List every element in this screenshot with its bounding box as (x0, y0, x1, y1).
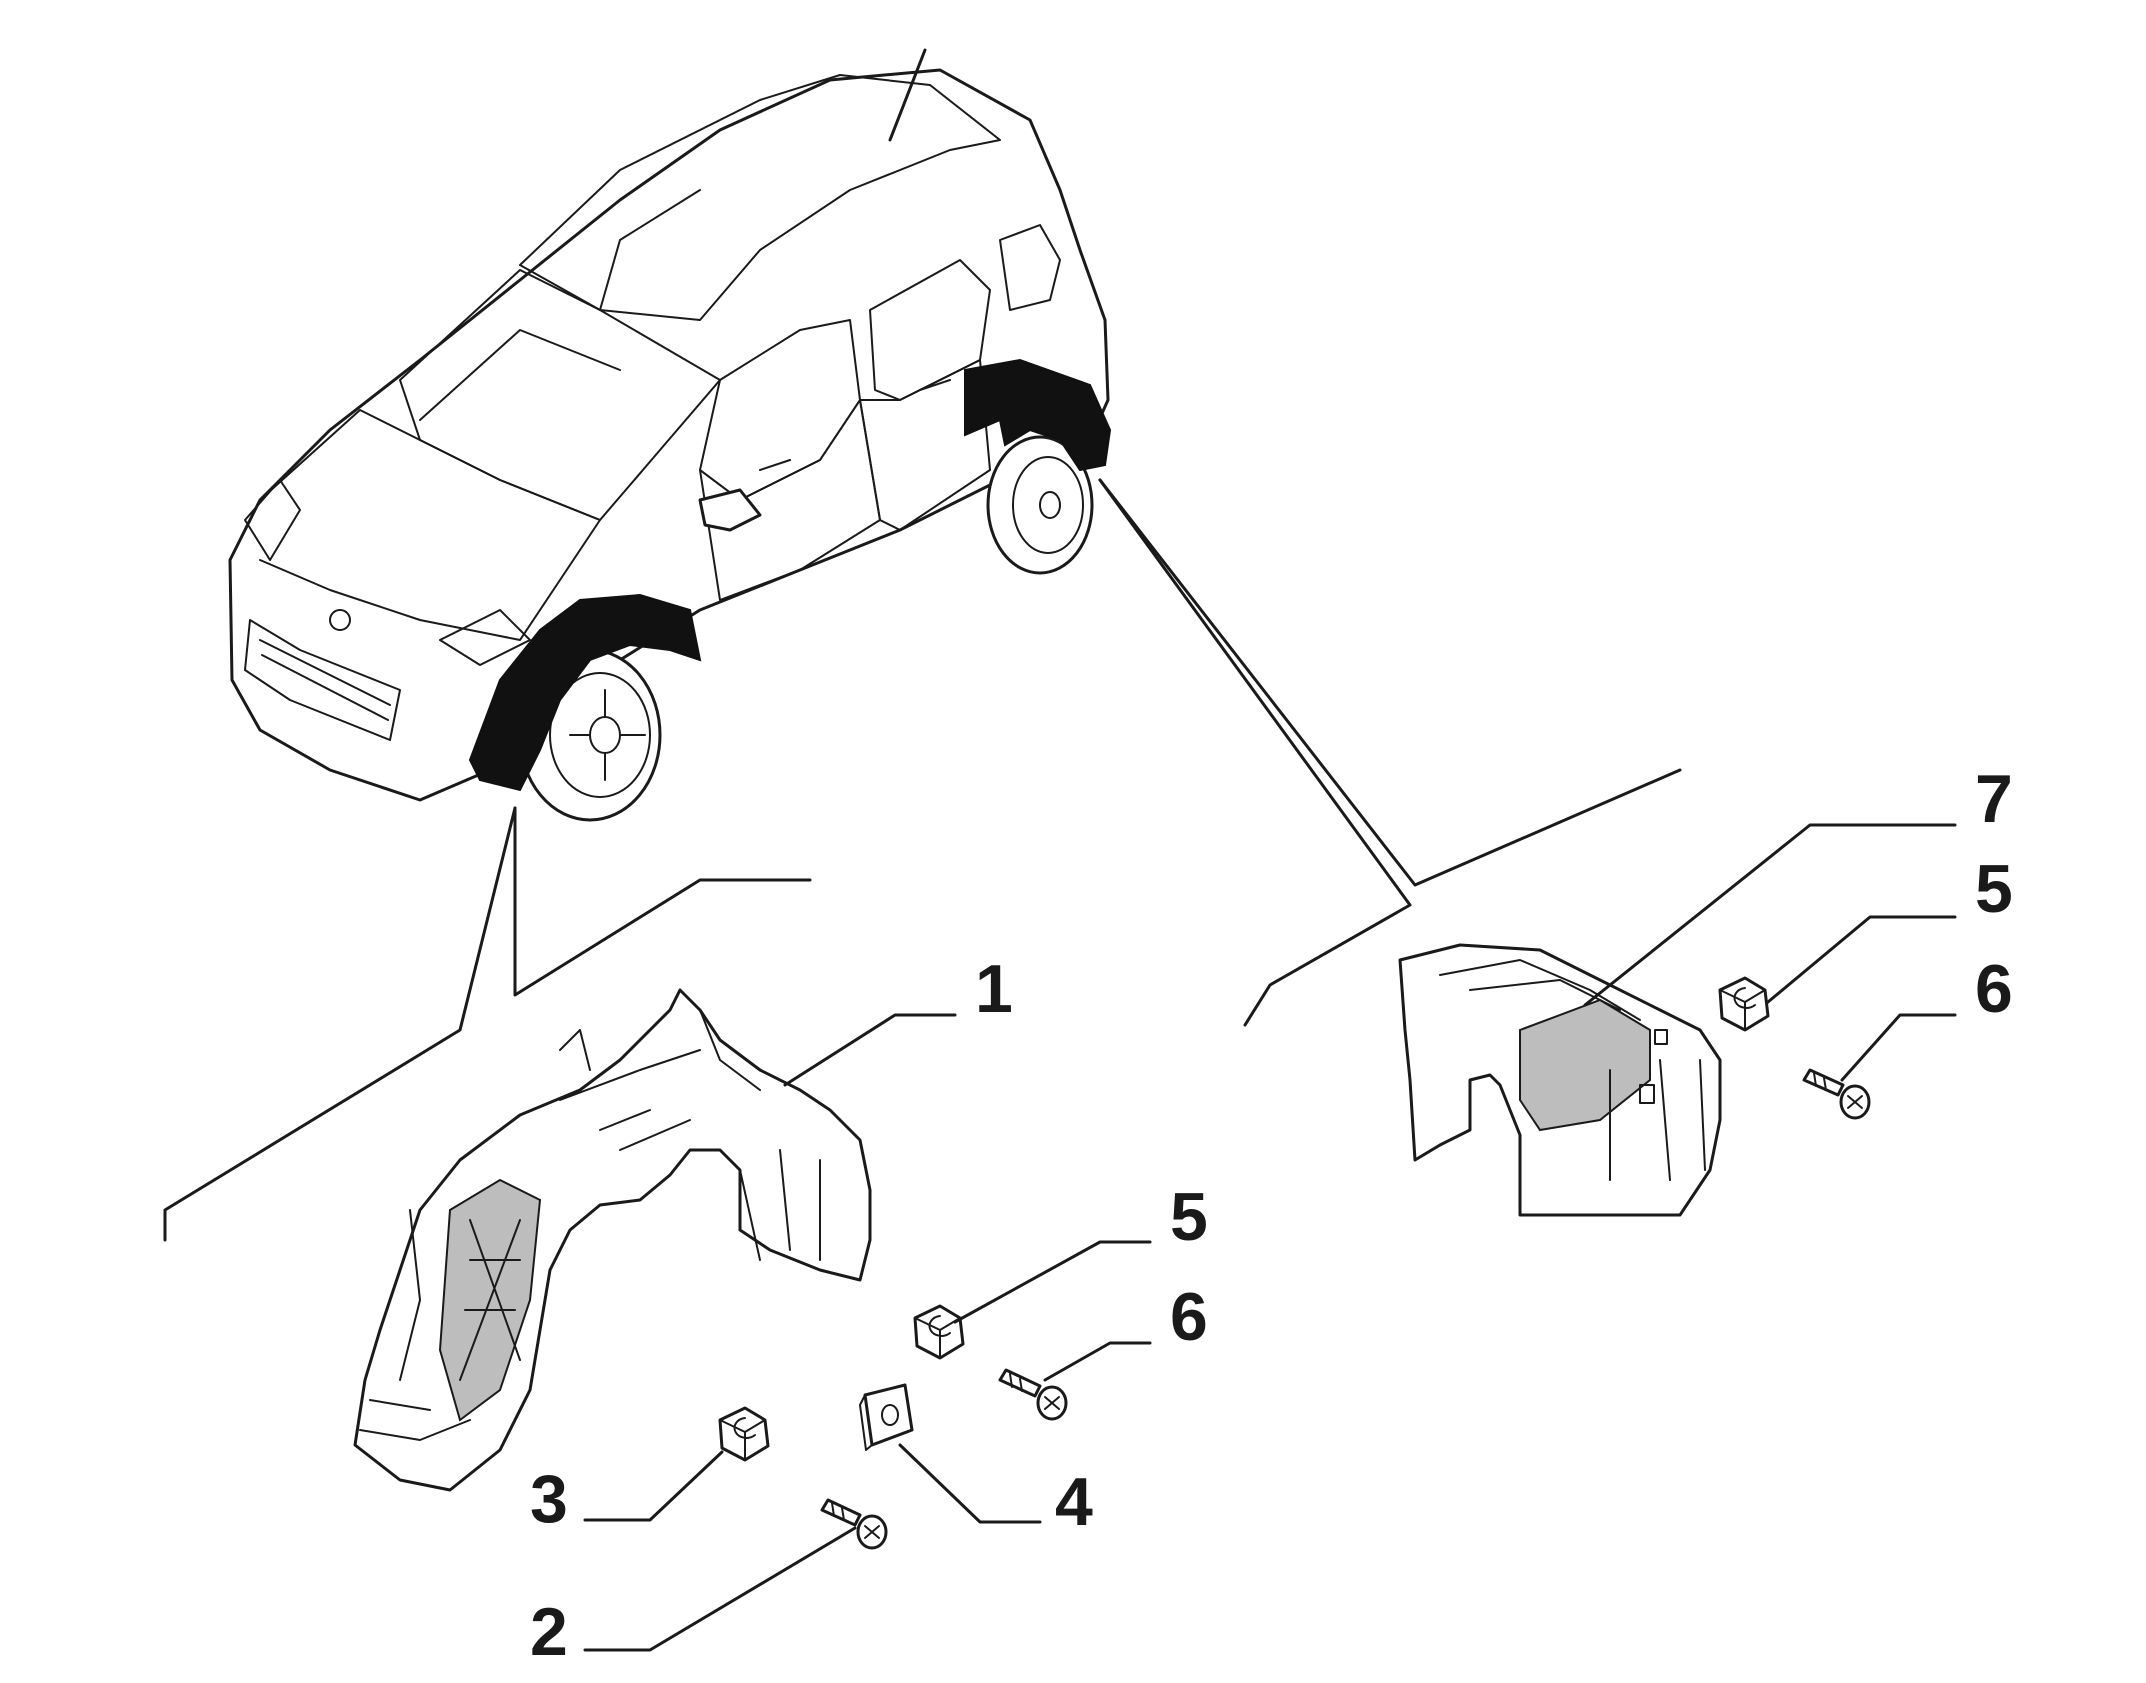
nut-part-5-mid (913, 1304, 965, 1360)
clip-part-4 (859, 1383, 914, 1451)
callout-5-mid: 5 (1170, 1179, 1208, 1255)
callout-2: 2 (530, 1594, 568, 1670)
callout-6-rear: 6 (1975, 951, 2013, 1027)
callout-7: 7 (1975, 761, 2013, 837)
nut-part-5-rear (1718, 976, 1770, 1032)
front-liner-highlight (468, 593, 702, 792)
nut-part-3 (718, 1406, 770, 1462)
callout-1: 1 (975, 951, 1013, 1027)
rear-liner-highlight (964, 358, 1112, 472)
callout-5-rear: 5 (1975, 851, 2013, 927)
car-illustration (228, 48, 1112, 822)
screw-part-2 (820, 1498, 888, 1550)
callout-4: 4 (1055, 1464, 1093, 1540)
callout-3: 3 (530, 1461, 568, 1537)
screw-part-6-mid (998, 1368, 1068, 1421)
callout-6-mid: 6 (1170, 1279, 1208, 1355)
front-wheel-liner (353, 988, 872, 1492)
explode-lines (163, 478, 1682, 1242)
screw-part-6-rear (1802, 1068, 1871, 1120)
callout-leaders (583, 823, 1957, 1652)
rear-wheel-liner (1398, 943, 1722, 1217)
